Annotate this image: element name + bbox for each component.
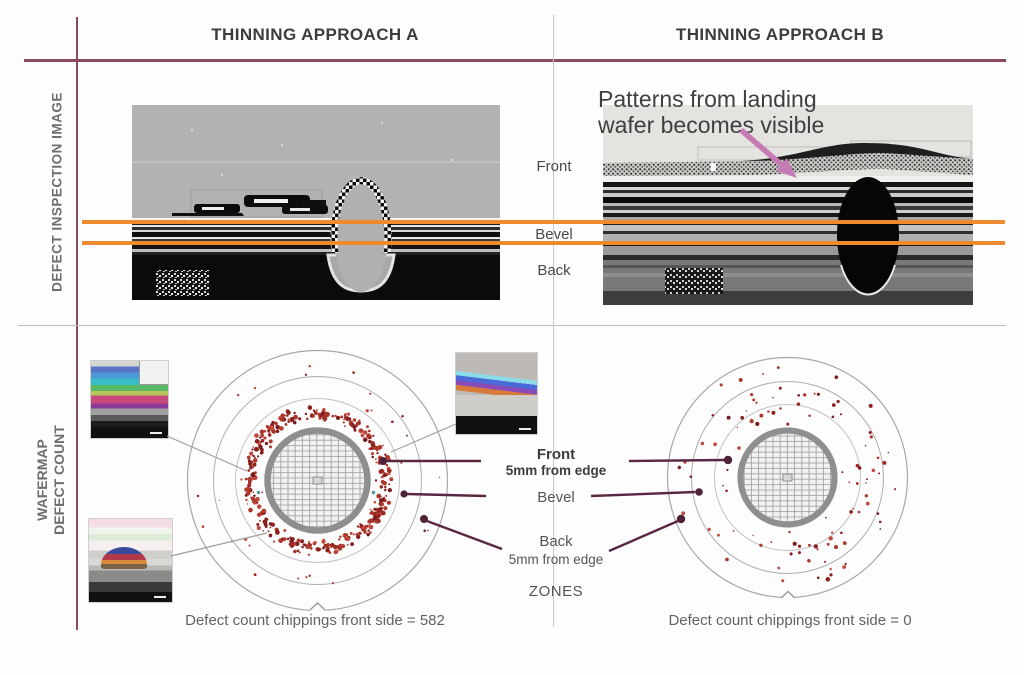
zone-label-back-sub: 5mm from edge [508, 552, 604, 567]
scale-bar-icon [150, 432, 162, 434]
orange-guide-line-lower [82, 241, 1005, 245]
chipping-mound [100, 547, 148, 569]
scale-bar-icon [519, 428, 531, 430]
section-label-bevel: Bevel [535, 226, 573, 243]
wafermap-approach-b [666, 356, 909, 599]
zone-label-back: Back [539, 533, 573, 550]
thumbnail-footer [456, 416, 537, 434]
annotation-line1: Patterns from landing [598, 86, 817, 112]
defect-dots-a [196, 365, 441, 585]
micrograph-thumbnail-top-right [455, 352, 538, 435]
defect-dots-b [677, 366, 897, 583]
row-label-wafermap-line2: DEFECT COUNT [51, 425, 67, 535]
thumbnail-footer [91, 427, 168, 438]
zone-label-zones: ZONES [528, 583, 584, 600]
micrograph-thumbnail-bottom-left [88, 518, 173, 603]
thumbnail-cutout [139, 361, 168, 386]
micrograph-thumbnail-top-left [90, 360, 169, 439]
orange-guide-line-upper [82, 220, 1005, 224]
column-header-approach-b: THINNING APPROACH B [675, 25, 885, 44]
scale-bar-icon [154, 596, 166, 598]
zone-label-bevel: Bevel [537, 489, 575, 506]
row-label-wafermap: WAFERMAP DEFECT COUNT [34, 425, 68, 535]
left-accent-divider [76, 17, 78, 630]
section-label-back: Back [537, 262, 571, 279]
section-label-front: Front [536, 158, 572, 175]
column-header-approach-a: THINNING APPROACH A [211, 25, 419, 44]
caption-defect-count-a: Defect count chippings front side = 582 [185, 612, 445, 629]
zone-label-front: Front [536, 446, 576, 463]
thumbnail-lower-area [456, 395, 537, 417]
row-label-defect-inspection: DEFECT INSPECTION IMAGE [49, 92, 65, 292]
inspection-image-a [132, 105, 500, 300]
wafermap-approach-a [186, 349, 449, 612]
thumbnail-footer [89, 592, 172, 602]
row-label-wafermap-line1: WAFERMAP [34, 439, 50, 521]
zone-label-front-sub: 5mm from edge [505, 463, 607, 478]
annotation-text: Patterns from landing wafer becomes visi… [598, 86, 928, 138]
header-accent-divider [24, 59, 1006, 62]
row-divider [18, 325, 1006, 326]
annotation-line2: wafer becomes visible [598, 112, 825, 138]
column-divider [553, 15, 554, 627]
caption-defect-count-b: Defect count chippings front side = 0 [668, 612, 912, 629]
